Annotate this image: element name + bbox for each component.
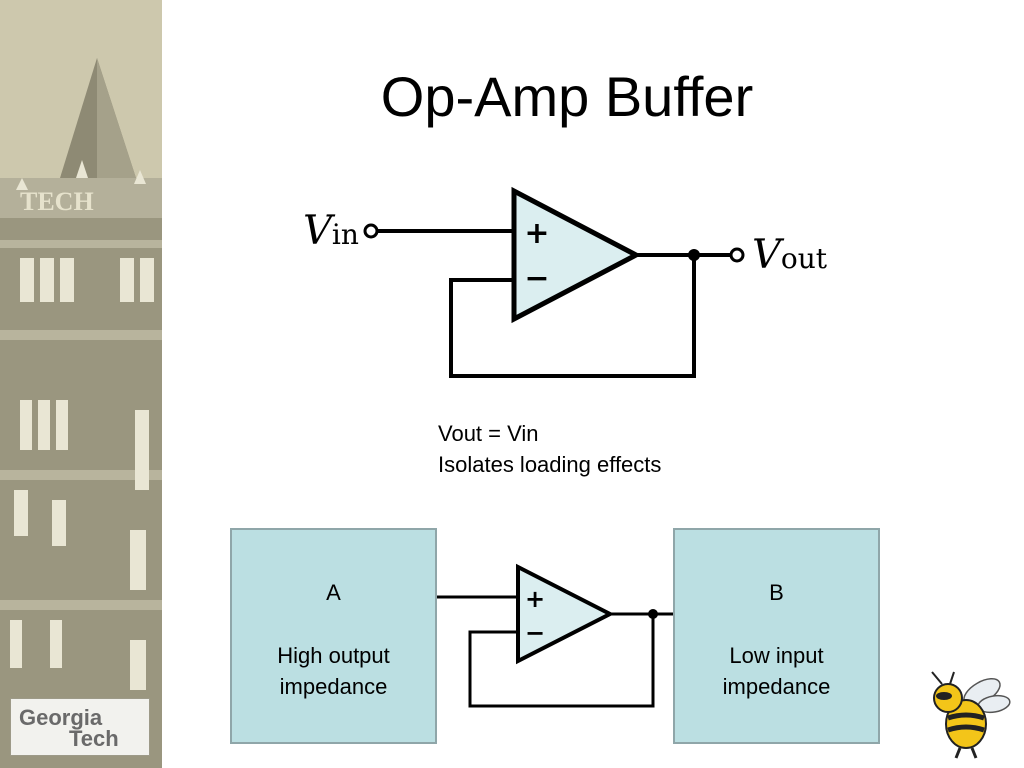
vout-subscript: out bbox=[781, 242, 828, 275]
small-plus-sign: + bbox=[525, 585, 545, 613]
block-a-letter: A bbox=[326, 580, 341, 605]
georgia-tech-logo: Georgia Tech bbox=[10, 698, 150, 756]
input-terminal bbox=[363, 223, 379, 239]
tower-lettering: TECH bbox=[20, 187, 94, 216]
tech-tower-illustration: TECH bbox=[0, 0, 162, 768]
block-b-line2: impedance bbox=[722, 674, 831, 699]
note-line: Vout = Vin bbox=[438, 421, 539, 446]
logo-line-tech: Tech bbox=[69, 726, 119, 751]
yellow-jacket-mascot-icon bbox=[931, 671, 1011, 759]
vout-label: Vout bbox=[752, 232, 828, 278]
slide-title: Op-Amp Buffer bbox=[380, 65, 754, 128]
note-line: Isolates loading effects bbox=[438, 452, 662, 477]
small-opamp-triangle bbox=[516, 563, 615, 665]
sidebar-building-image: TECH Georgia Tech bbox=[0, 0, 162, 768]
output-junction bbox=[688, 249, 700, 261]
vin-letter: V bbox=[303, 208, 336, 254]
block-a: A High output impedance bbox=[230, 528, 437, 744]
block-a-line1: High output bbox=[277, 643, 390, 668]
output-terminal bbox=[729, 247, 745, 263]
feedback-wire bbox=[449, 255, 696, 378]
block-a-line2: impedance bbox=[279, 674, 388, 699]
block-b-letter: B bbox=[769, 580, 784, 605]
block-b-line1: Low input bbox=[729, 643, 824, 668]
block-b: B Low input impedance bbox=[673, 528, 880, 744]
vin-subscript: in bbox=[332, 218, 359, 251]
minus-sign: − bbox=[524, 261, 549, 296]
notes-text: Vout = Vin Isolates loading effects bbox=[438, 418, 661, 480]
block-a-description: High output impedance bbox=[232, 640, 435, 702]
small-feedback-wire bbox=[468, 614, 655, 708]
small-minus-sign: − bbox=[525, 619, 545, 647]
logo-line-georgia: Georgia bbox=[19, 705, 103, 730]
plus-sign: + bbox=[524, 216, 549, 251]
vin-label: Vin bbox=[303, 208, 359, 254]
vout-letter: V bbox=[752, 232, 785, 278]
small-output-junction bbox=[648, 609, 658, 619]
opamp-triangle bbox=[511, 186, 642, 324]
block-b-description: Low input impedance bbox=[675, 640, 878, 702]
